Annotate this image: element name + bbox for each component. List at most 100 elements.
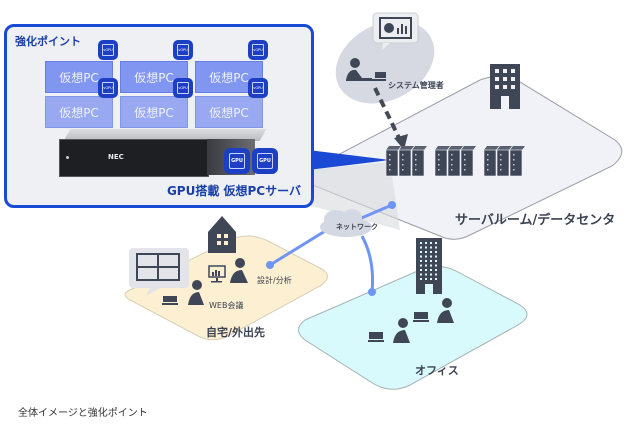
server-rack-icon xyxy=(398,149,412,177)
rack-led xyxy=(451,169,453,171)
vgpu-chip-icon: vGPU xyxy=(175,80,191,96)
office-label: オフィス xyxy=(415,364,459,377)
vgpu-chip-icon: vGPU xyxy=(250,42,266,58)
server-label: GPU搭載 仮想PCサーバ xyxy=(166,184,301,198)
tower-window xyxy=(420,255,422,258)
tower-window xyxy=(435,273,437,276)
building-icon xyxy=(490,64,520,109)
datacenter-label: サーバルーム/データセンタ xyxy=(455,213,616,228)
network-label: ネットワーク xyxy=(336,223,378,231)
design-analysis-label: 設計/分析 xyxy=(257,276,292,285)
rack-led xyxy=(438,154,440,156)
office-person-icon xyxy=(413,298,454,323)
tower-window xyxy=(420,273,422,276)
vgpu-chip-icon: vGPU xyxy=(100,42,116,58)
tower-window xyxy=(425,278,427,280)
rack-led xyxy=(464,169,466,171)
tower-window xyxy=(420,260,422,262)
tower-window xyxy=(420,264,422,267)
power-button-icon xyxy=(66,156,69,159)
house-icon xyxy=(208,216,236,253)
tower-window xyxy=(435,260,437,262)
server-rack-icon xyxy=(447,149,461,177)
tower-window xyxy=(430,246,432,249)
server-rack-top xyxy=(497,146,512,150)
rack-led xyxy=(402,164,404,166)
server-chassis: NEC xyxy=(59,139,209,177)
virtual-pc-tile: 仮想PC xyxy=(45,96,113,128)
rack-led xyxy=(389,154,391,156)
tower-window xyxy=(430,264,432,267)
server-rack-icon xyxy=(496,149,510,177)
server-rack-icon xyxy=(434,149,448,177)
rack-led xyxy=(415,164,417,166)
rack-led xyxy=(402,159,404,161)
tower-window xyxy=(430,251,432,253)
server-rack-top xyxy=(448,146,463,150)
server-rack-top xyxy=(510,146,525,150)
tower-window xyxy=(420,269,422,271)
tower-window xyxy=(430,260,432,262)
callout-title: 強化ポイント xyxy=(15,35,81,48)
tower-window xyxy=(425,255,427,258)
server-rack-top xyxy=(412,146,427,150)
rack-led xyxy=(464,154,466,156)
rack-led xyxy=(415,159,417,161)
tower-window xyxy=(420,242,422,244)
tower-window xyxy=(425,251,427,253)
tower-window xyxy=(430,242,432,244)
rack-led xyxy=(389,169,391,171)
tower-window xyxy=(425,264,427,267)
admin-label: システム管理者 xyxy=(388,81,444,90)
tower-window xyxy=(435,251,437,253)
rack-led xyxy=(500,159,502,161)
rack-led xyxy=(487,164,489,166)
tower-window xyxy=(420,251,422,253)
tower-window xyxy=(430,278,432,280)
rack-led xyxy=(500,154,502,156)
network-node-office xyxy=(368,288,376,296)
virtual-pc-tile: 仮想PC xyxy=(120,61,188,93)
tower-window xyxy=(430,269,432,271)
tower-window xyxy=(420,278,422,280)
server-rack-icon xyxy=(483,149,497,177)
rack-led xyxy=(513,164,515,166)
rack-led xyxy=(438,159,440,161)
rack-led xyxy=(389,164,391,166)
tower-window xyxy=(425,242,427,244)
tower-window xyxy=(435,264,437,267)
video-conference-bubble-icon xyxy=(129,248,189,296)
rack-led xyxy=(451,164,453,166)
rack-led xyxy=(438,169,440,171)
rack-led xyxy=(402,169,404,171)
rack-led xyxy=(500,169,502,171)
web-meeting-label: WEB会議 xyxy=(209,301,244,310)
rack-led xyxy=(500,164,502,166)
rack-led xyxy=(415,169,417,171)
office-person-icon xyxy=(368,318,410,343)
enhancement-callout: 強化ポイント 仮想PC 仮想PC 仮想PC 仮想PC 仮想PC 仮想PC vGP… xyxy=(4,24,314,208)
rack-led xyxy=(402,154,404,156)
vgpu-chip-icon: vGPU xyxy=(100,80,116,96)
rack-led xyxy=(451,154,453,156)
design-person-icon xyxy=(208,258,248,283)
network-line-home xyxy=(269,226,331,267)
network-node-home xyxy=(266,261,274,269)
rack-led xyxy=(464,164,466,166)
gpu-chip-icon: GPU xyxy=(255,151,275,171)
vgpu-chip-icon: vGPU xyxy=(175,42,191,58)
rack-led xyxy=(451,159,453,161)
web-meeting-person-icon xyxy=(162,280,204,305)
rack-led xyxy=(487,159,489,161)
callout-pointer xyxy=(308,150,390,170)
tower-window xyxy=(435,278,437,280)
tower-window xyxy=(425,246,427,249)
rack-led xyxy=(513,154,515,156)
tower-window xyxy=(435,246,437,249)
server-brand-logo: NEC xyxy=(108,153,124,161)
server-rack-icon xyxy=(411,149,425,177)
server-rack-top xyxy=(386,146,401,150)
rack-led xyxy=(438,164,440,166)
tower-window xyxy=(420,246,422,249)
